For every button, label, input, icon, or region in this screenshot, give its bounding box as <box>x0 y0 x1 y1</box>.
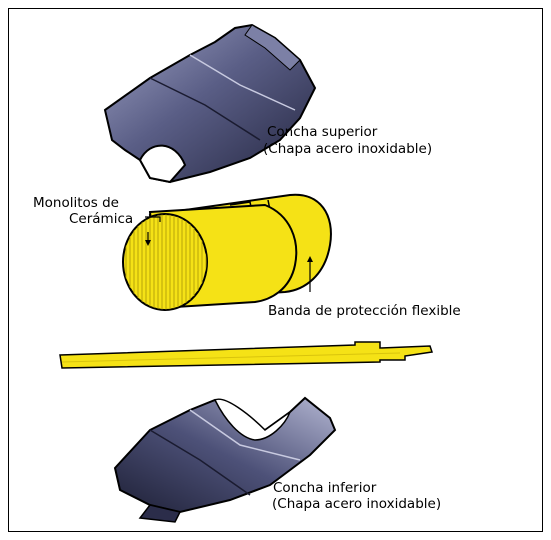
label-lower-shell-material: (Chapa acero inoxidable) <box>272 496 441 512</box>
label-upper-shell-name: Concha superior <box>267 124 377 140</box>
label-monoliths-line1: Monolitos de <box>33 195 119 211</box>
ceramic-monoliths <box>123 195 331 310</box>
label-lower-shell-name: Concha inferior <box>273 480 376 496</box>
label-monoliths-line2: Cerámica <box>69 211 133 227</box>
label-upper-shell-material: (Chapa acero inoxidable) <box>263 141 432 157</box>
flexible-band-strip <box>60 342 432 368</box>
upper-shell <box>105 25 315 182</box>
label-protection-band: Banda de protección flexible <box>268 303 461 319</box>
